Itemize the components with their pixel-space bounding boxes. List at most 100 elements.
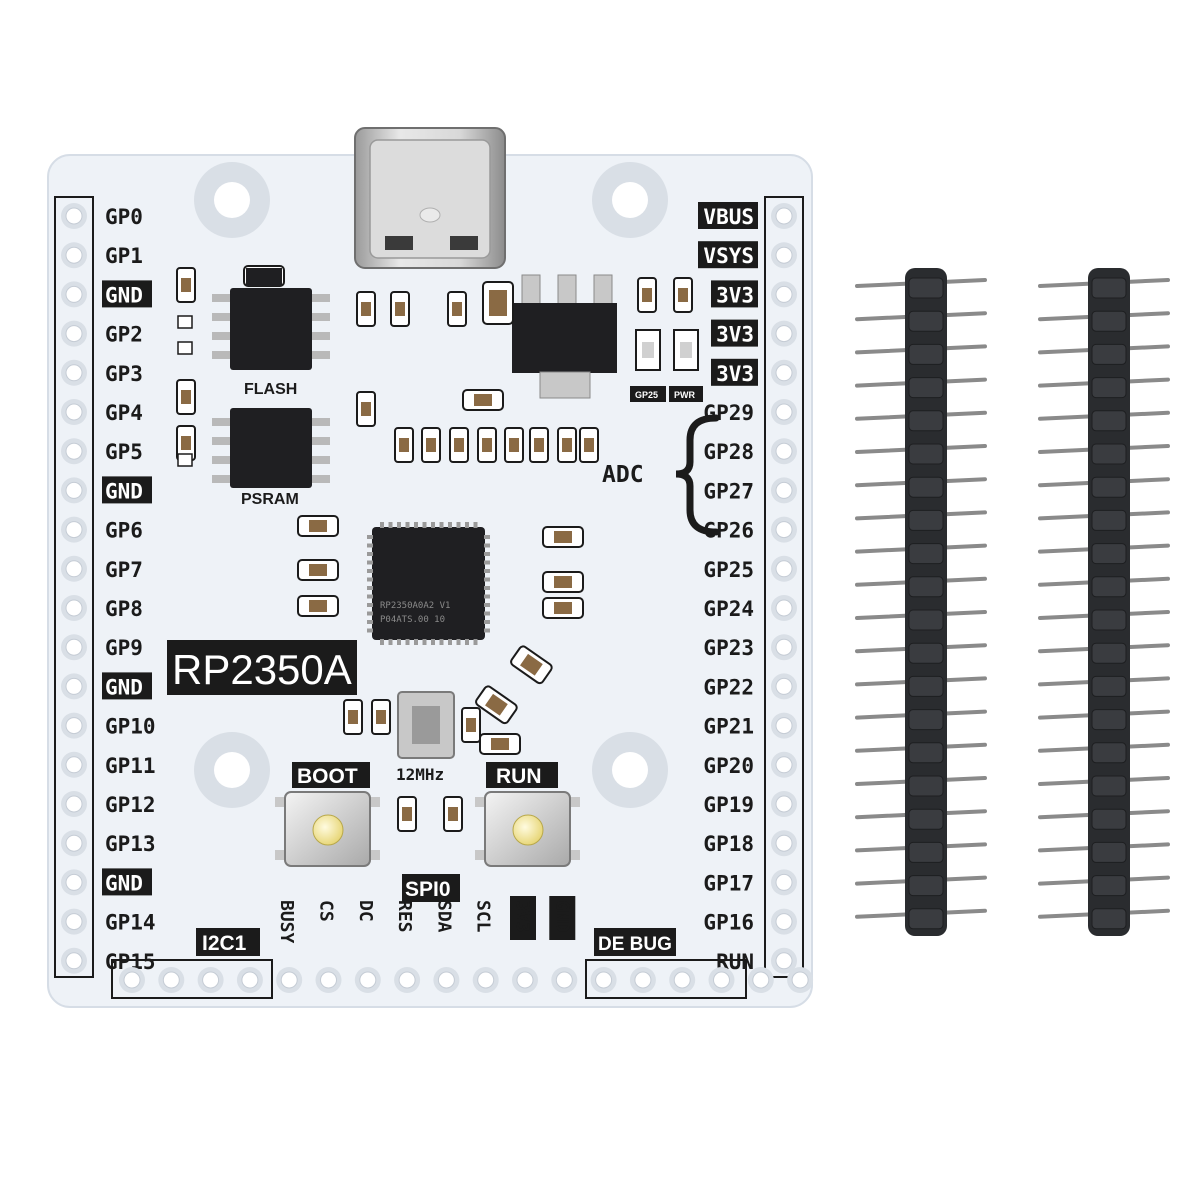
model-label: RP2350A [172, 646, 352, 693]
pin-label-left: GP11 [105, 754, 156, 778]
pin-label-box [698, 202, 758, 229]
pin-hole-right[interactable] [771, 908, 797, 935]
pin-label-right: GP17 [703, 871, 754, 895]
pin-hole-left[interactable] [61, 359, 87, 386]
svg-text:3V3: 3V3 [512, 900, 533, 933]
psram-chip [212, 408, 330, 488]
adc-brace [675, 414, 720, 536]
pin-hole-bottom[interactable] [158, 967, 185, 993]
pin-label-bottom: RES [394, 900, 415, 933]
pin-hole-right[interactable] [771, 947, 797, 974]
pin-hole-right[interactable] [771, 673, 797, 700]
pin-hole-left[interactable] [61, 555, 87, 582]
pin-hole-right[interactable] [771, 438, 797, 465]
pin-label-right: GP25 [703, 558, 754, 582]
pin-label-box [711, 280, 758, 308]
pin-hole-left[interactable] [61, 634, 87, 661]
pin-hole-right[interactable] [771, 555, 797, 582]
pin-label-left: GP5 [105, 440, 143, 464]
pin-hole-bottom[interactable] [354, 967, 381, 993]
model-label-box [167, 640, 357, 695]
pin-label-box [102, 868, 152, 896]
pin-hole-left[interactable] [61, 673, 87, 700]
pin-hole-left[interactable] [61, 908, 87, 935]
pin-label-left: GP12 [105, 793, 156, 817]
mcu-chip [367, 522, 490, 645]
pin-hole-left[interactable] [61, 947, 87, 974]
debug-label-box [594, 928, 676, 956]
pin-hole-right[interactable] [771, 477, 797, 504]
pin-hole-bottom[interactable] [708, 967, 735, 993]
spi-label: SPI0 [405, 878, 451, 901]
pin-hole-left[interactable] [61, 516, 87, 543]
pin-hole-left[interactable] [61, 203, 87, 229]
pin-label-box [102, 672, 152, 700]
pin-hole-bottom[interactable] [629, 967, 656, 993]
pin-hole-left[interactable] [61, 320, 87, 347]
pin-hole-bottom[interactable] [590, 967, 617, 993]
led-gp25-label-box [630, 386, 666, 402]
pin-label-right: 3V3 [716, 323, 754, 347]
run-button[interactable] [475, 791, 580, 867]
pin-label-left: GND [105, 675, 143, 699]
pin-hole-right[interactable] [771, 242, 797, 269]
pin-label-bottom: 3V3 [510, 896, 536, 940]
pin-hole-bottom[interactable] [236, 967, 263, 993]
boot-button[interactable] [275, 791, 380, 867]
pin-label-box [698, 241, 758, 269]
pin-label-left: GP6 [105, 519, 143, 543]
pin-hole-left[interactable] [61, 712, 87, 739]
pin-hole-bottom[interactable] [315, 967, 342, 993]
pin-hole-left[interactable] [61, 791, 87, 817]
pin-hole-right[interactable] [771, 869, 797, 896]
pin-hole-right[interactable] [771, 359, 797, 386]
left-header-outline [54, 196, 94, 978]
pin-hole-left[interactable] [61, 399, 87, 425]
pin-hole-bottom[interactable] [669, 967, 696, 993]
pin-hole-left[interactable] [61, 281, 87, 308]
pin-hole-right[interactable] [771, 281, 797, 308]
pin-hole-bottom[interactable] [747, 967, 774, 993]
pin-label-left: GP3 [105, 362, 143, 386]
pin-hole-left[interactable] [61, 830, 87, 857]
pin-label-bottom: GND [549, 896, 576, 940]
pin-label-left: GP2 [105, 323, 143, 347]
pin-hole-left[interactable] [61, 751, 87, 778]
pin-hole-right[interactable] [771, 399, 797, 425]
pin-hole-bottom[interactable] [276, 967, 303, 993]
pin-hole-left[interactable] [61, 477, 87, 504]
boot-label-box [292, 762, 370, 788]
status-led-pwr [673, 329, 699, 371]
pin-hole-left[interactable] [61, 438, 87, 465]
pin-hole-bottom[interactable] [787, 967, 814, 993]
pin-hole-right[interactable] [771, 320, 797, 347]
status-led-gp25 [635, 329, 661, 371]
pin-hole-left[interactable] [61, 595, 87, 621]
pin-hole-bottom[interactable] [119, 967, 145, 993]
pin-hole-bottom[interactable] [433, 967, 460, 993]
pin-label-right: GP16 [703, 911, 754, 935]
pin-label-left: GND [105, 871, 143, 895]
pin-hole-bottom[interactable] [197, 967, 224, 993]
svg-text:SDA: SDA [433, 900, 454, 933]
svg-text:SCL: SCL [473, 900, 494, 933]
pin-hole-left[interactable] [61, 242, 87, 269]
pin-label-bottom: SDA [433, 900, 454, 933]
pin-hole-bottom[interactable] [512, 967, 538, 993]
pin-hole-right[interactable] [771, 751, 797, 778]
pin-hole-right[interactable] [771, 203, 797, 229]
adc-label: ADC [602, 462, 644, 488]
pin-hole-bottom[interactable] [394, 967, 421, 993]
pin-hole-right[interactable] [771, 516, 797, 543]
pin-hole-right[interactable] [771, 791, 797, 817]
pin-hole-left[interactable] [61, 869, 87, 896]
pin-hole-right[interactable] [771, 634, 797, 661]
pin-hole-right[interactable] [771, 712, 797, 739]
pin-hole-right[interactable] [771, 595, 797, 621]
pin-hole-bottom[interactable] [551, 967, 578, 993]
pin-label-right: GP18 [703, 832, 754, 856]
pin-hole-right[interactable] [771, 830, 797, 857]
pin-label-bottom: DC [355, 900, 376, 922]
svg-text:RES: RES [394, 900, 415, 933]
pin-hole-bottom[interactable] [472, 967, 499, 993]
